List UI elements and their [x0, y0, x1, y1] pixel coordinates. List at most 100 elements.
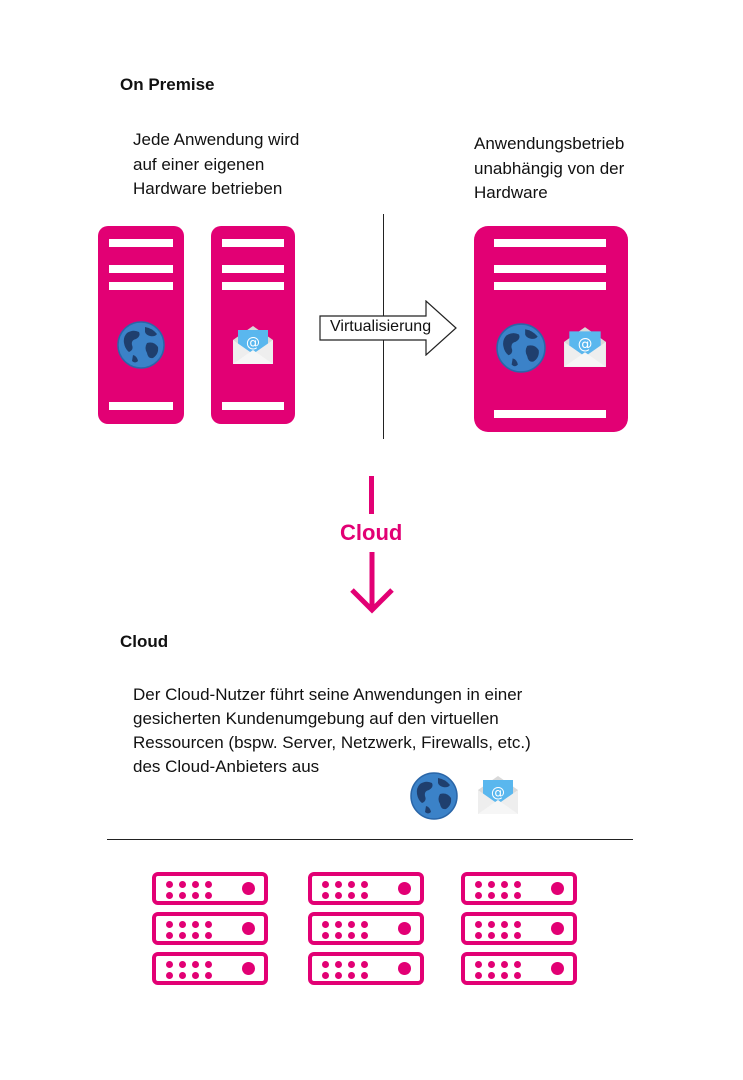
rack-indicator-dot — [501, 932, 508, 939]
globe-icon — [410, 772, 458, 820]
rack-indicator-dot — [166, 881, 173, 888]
rack-indicator-dot — [475, 961, 482, 968]
rack-indicator-dot — [514, 932, 521, 939]
svg-text:@: @ — [578, 336, 593, 353]
rack-indicator-dot — [488, 961, 495, 968]
rack-power-led — [398, 922, 411, 935]
section-heading-cloud: Cloud — [120, 632, 169, 651]
rack-indicator-dot — [475, 972, 482, 979]
globe-icon — [117, 321, 165, 369]
rack-indicator-dot — [348, 892, 355, 899]
cloud-description-line: des Cloud-Anbieters aus — [133, 757, 320, 776]
rack-indicator-dot — [205, 961, 212, 968]
rack-indicator-dot — [361, 881, 368, 888]
rack-indicator-dot — [348, 881, 355, 888]
server-icon: @ — [211, 226, 295, 424]
svg-text:@: @ — [491, 785, 505, 801]
server-icon — [98, 226, 184, 424]
mail-envelope-icon: @ — [562, 323, 608, 369]
rack-indicator-dot — [488, 932, 495, 939]
cloud-description-line: gesicherten Kundenumgebung auf den virtu… — [133, 709, 499, 728]
rack-indicator-dot — [166, 921, 173, 928]
rack-indicator-dot — [166, 932, 173, 939]
rack-indicator-dot — [335, 881, 342, 888]
rack-indicator-dot — [166, 892, 173, 899]
rack-indicator-dot — [335, 921, 342, 928]
rack-indicator-dot — [348, 961, 355, 968]
rack-indicator-dot — [361, 892, 368, 899]
rack-indicator-dot — [501, 972, 508, 979]
rack-indicator-dot — [335, 932, 342, 939]
cloud-description: Der Cloud-Nutzer führt seine Anwendungen… — [133, 683, 613, 779]
rack-indicator-dot — [475, 892, 482, 899]
rack-indicator-dot — [475, 932, 482, 939]
rack-power-led — [398, 882, 411, 895]
server-rack-icon — [152, 952, 268, 985]
rack-indicator-dot — [179, 892, 186, 899]
rack-indicator-dot — [501, 921, 508, 928]
rack-indicator-dot — [322, 881, 329, 888]
rack-indicator-dot — [179, 961, 186, 968]
rack-indicator-dot — [361, 932, 368, 939]
rack-indicator-dot — [335, 892, 342, 899]
rack-indicator-dot — [501, 881, 508, 888]
rack-indicator-dot — [335, 961, 342, 968]
rack-indicator-dot — [179, 881, 186, 888]
rack-power-led — [551, 962, 564, 975]
cloud-description-line: Der Cloud-Nutzer führt seine Anwendungen… — [133, 685, 523, 704]
rack-indicator-dot — [179, 972, 186, 979]
rack-indicator-dot — [488, 881, 495, 888]
rack-indicator-dot — [488, 892, 495, 899]
rack-indicator-dot — [514, 972, 521, 979]
server-rack-icon — [461, 912, 577, 945]
rack-indicator-dot — [475, 921, 482, 928]
rack-power-led — [398, 962, 411, 975]
rack-indicator-dot — [361, 921, 368, 928]
rack-indicator-dot — [501, 961, 508, 968]
rack-indicator-dot — [179, 921, 186, 928]
rack-indicator-dot — [514, 921, 521, 928]
globe-icon — [496, 323, 546, 373]
rack-indicator-dot — [322, 972, 329, 979]
cloud-description-line: Ressourcen (bspw. Server, Netzwerk, Fire… — [133, 733, 531, 752]
divider-horizontal — [107, 839, 633, 840]
rack-indicator-dot — [205, 881, 212, 888]
server-rack-icon — [308, 952, 424, 985]
server-rack-icon — [461, 952, 577, 985]
rack-indicator-dot — [322, 921, 329, 928]
rack-indicator-dot — [322, 961, 329, 968]
rack-indicator-dot — [348, 932, 355, 939]
rack-power-led — [551, 882, 564, 895]
rack-indicator-dot — [179, 932, 186, 939]
left-description: Jede Anwendung wird auf einer eigenen Ha… — [133, 130, 300, 198]
rack-indicator-dot — [205, 972, 212, 979]
rack-indicator-dot — [361, 972, 368, 979]
rack-power-led — [242, 922, 255, 935]
rack-indicator-dot — [192, 892, 199, 899]
rack-power-led — [242, 882, 255, 895]
section-heading-on-premise: On Premise — [120, 75, 215, 94]
rack-indicator-dot — [192, 932, 199, 939]
rack-indicator-dot — [348, 972, 355, 979]
server-icon: @ — [474, 226, 628, 432]
rack-indicator-dot — [192, 961, 199, 968]
rack-indicator-dot — [205, 892, 212, 899]
rack-indicator-dot — [335, 972, 342, 979]
virtualization-arrow: Virtualisierung — [318, 300, 460, 356]
rack-indicator-dot — [514, 892, 521, 899]
rack-power-led — [551, 922, 564, 935]
rack-indicator-dot — [488, 972, 495, 979]
rack-indicator-dot — [501, 892, 508, 899]
virtualization-label: Virtualisierung — [330, 318, 432, 335]
rack-power-led — [242, 962, 255, 975]
rack-indicator-dot — [192, 972, 199, 979]
rack-indicator-dot — [166, 961, 173, 968]
transition-arrow-head — [348, 552, 396, 614]
rack-indicator-dot — [475, 881, 482, 888]
server-rack-icon — [152, 872, 268, 905]
mail-envelope-icon: @ — [476, 772, 520, 816]
rack-indicator-dot — [192, 881, 199, 888]
svg-text:@: @ — [246, 335, 260, 351]
rack-indicator-dot — [514, 961, 521, 968]
server-rack-icon — [308, 872, 424, 905]
